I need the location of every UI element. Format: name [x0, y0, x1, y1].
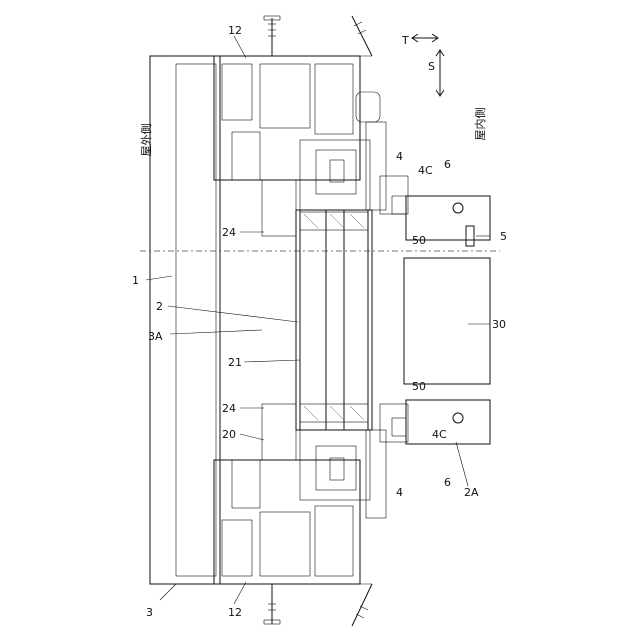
screw-top-left — [264, 16, 280, 56]
label-12-top: 12 — [228, 24, 242, 37]
label-5: 5 — [500, 230, 507, 243]
label-2: 2 — [156, 300, 163, 313]
screw-bottom-left — [264, 584, 280, 624]
label-6-bottom: 6 — [444, 476, 451, 489]
label-S: S — [428, 60, 435, 73]
label-outdoor-side: 屋外側 — [140, 124, 153, 157]
label-12-bottom: 12 — [228, 606, 242, 619]
label-1: 1 — [132, 274, 139, 287]
label-30: 30 — [492, 318, 506, 331]
label-4C-bottom: 4C — [432, 428, 447, 441]
label-3: 3 — [146, 606, 153, 619]
label-20: 20 — [222, 428, 236, 441]
label-3A: 3A — [148, 330, 163, 343]
screw-bottom-right — [352, 584, 372, 626]
label-6-top: 6 — [444, 158, 451, 171]
label-T: T — [401, 34, 409, 47]
label-4-bottom: 4 — [396, 486, 403, 499]
outer-frame — [150, 56, 372, 584]
label-4C-top: 4C — [418, 164, 433, 177]
label-24-bottom: 24 — [222, 402, 236, 415]
screw-top-right — [352, 16, 372, 56]
leader-lines — [146, 36, 490, 604]
indoor-unit — [392, 196, 490, 444]
label-2A: 2A — [464, 486, 479, 499]
frame-profile-top — [214, 56, 408, 236]
label-indoor-side: 屋内側 — [473, 108, 487, 141]
frame-profile-bottom — [214, 404, 408, 584]
label-50-top: 50 — [412, 234, 426, 247]
label-50-bottom: 50 — [412, 380, 426, 393]
label-4-top: 4 — [396, 150, 403, 163]
label-21: 21 — [228, 356, 242, 369]
label-24-top: 24 — [222, 226, 236, 239]
glazing-unit — [296, 210, 372, 430]
